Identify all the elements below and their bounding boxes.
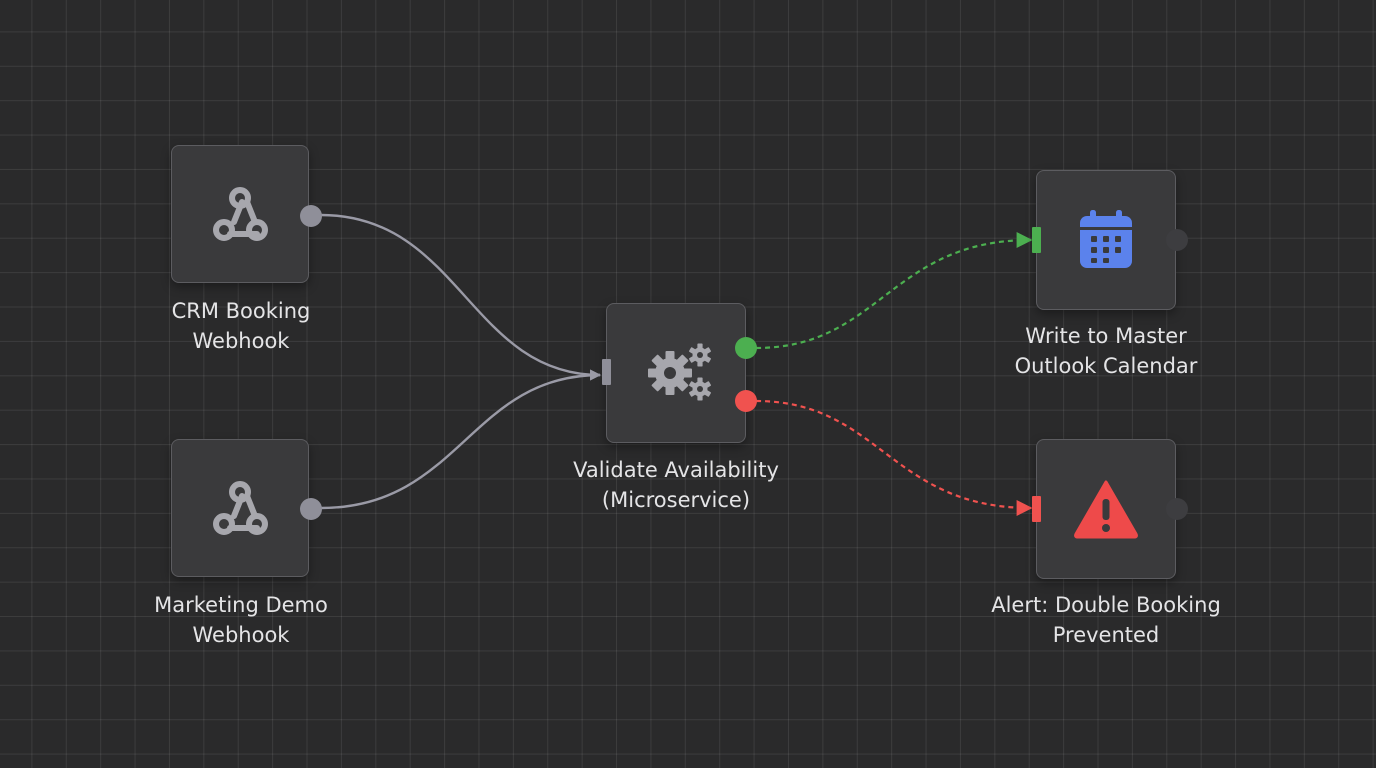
node-label-marketing-demo-webhook: Marketing Demo Webhook: [101, 590, 381, 650]
label-line: Validate Availability: [573, 458, 779, 482]
node-validate-availability[interactable]: [602, 303, 757, 443]
node-write-outlook-calendar[interactable]: [1032, 170, 1188, 310]
node-marketing-demo-webhook[interactable]: [171, 439, 322, 577]
node-alert-double-booking[interactable]: [1032, 439, 1188, 579]
label-line: Outlook Calendar: [1014, 354, 1198, 378]
label-line: (Microservice): [601, 488, 751, 512]
output-port[interactable]: [1166, 498, 1188, 520]
input-port[interactable]: [1032, 227, 1041, 253]
output-port[interactable]: [300, 205, 322, 227]
connection-validate-to-calendar[interactable]: [755, 232, 1033, 350]
node-label-alert-double-booking: Alert: Double Booking Prevented: [966, 590, 1246, 650]
label-line: Webhook: [192, 623, 290, 647]
output-port[interactable]: [1166, 229, 1188, 251]
connection-marketing-to-validate[interactable]: [320, 369, 602, 510]
input-port[interactable]: [602, 359, 611, 385]
connection-validate-to-alert[interactable]: [755, 399, 1033, 516]
node-label-crm-booking-webhook: CRM Booking Webhook: [101, 296, 381, 356]
connection-crm-to-validate[interactable]: [320, 213, 602, 381]
webhook-icon: [213, 481, 268, 535]
warning-icon: [1074, 480, 1138, 539]
input-port[interactable]: [1032, 496, 1041, 522]
error-output-port[interactable]: [735, 390, 757, 412]
output-port[interactable]: [300, 498, 322, 520]
label-line: Alert: Double Booking: [991, 593, 1221, 617]
label-line: Write to Master: [1025, 324, 1187, 348]
node-label-write-outlook-calendar: Write to Master Outlook Calendar: [966, 321, 1246, 381]
label-line: Prevented: [1052, 623, 1160, 647]
success-output-port[interactable]: [735, 337, 757, 359]
calendar-icon: [1080, 210, 1132, 268]
label-line: CRM Booking: [171, 299, 311, 323]
webhook-icon: [213, 187, 268, 241]
label-line: Marketing Demo: [154, 593, 328, 617]
label-line: Webhook: [192, 329, 290, 353]
node-crm-booking-webhook[interactable]: [171, 145, 322, 283]
node-label-validate-availability: Validate Availability (Microservice): [536, 455, 816, 515]
gears-icon: [648, 343, 712, 401]
